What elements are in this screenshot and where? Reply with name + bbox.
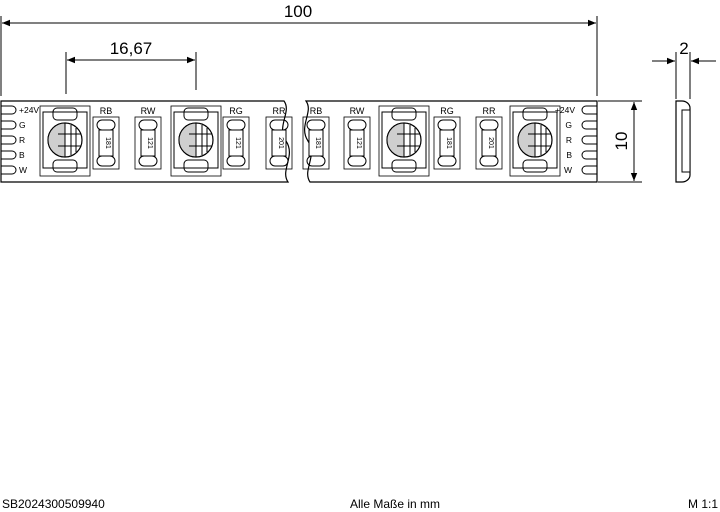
- resistor: 181: [92, 116, 120, 170]
- resistor-label-rw: RW: [141, 106, 156, 116]
- resistor: 201: [475, 116, 503, 170]
- resistor-value: 181: [445, 137, 452, 149]
- resistor: 121: [134, 116, 162, 170]
- resistor: 121: [343, 116, 371, 170]
- resistor-value: 121: [146, 137, 153, 149]
- resistor-value: 181: [314, 137, 321, 149]
- connector-label-b: B: [19, 150, 25, 160]
- connector-label-b-right: B: [566, 150, 572, 160]
- resistor-value: 121: [355, 137, 362, 149]
- led-profile: [681, 109, 691, 173]
- height-dimension-label: 10: [612, 132, 631, 151]
- resistor-value: 121: [234, 137, 241, 149]
- led-chip: [378, 105, 430, 177]
- pitch-dimension: 16,67: [65, 39, 197, 94]
- side-view: [675, 100, 691, 183]
- article-number: SB2024300509940: [2, 497, 105, 511]
- connector-label-r: R: [19, 135, 25, 145]
- connector-label-w: W: [19, 165, 27, 175]
- resistor: 181: [433, 116, 461, 170]
- led-strip: +24V G R B W +24V G R B W: [0, 100, 598, 183]
- resistor-label-rg: RG: [229, 106, 243, 116]
- led-chip: [509, 105, 561, 177]
- resistor-label-rw: RW: [350, 106, 365, 116]
- resistor-value: 201: [277, 137, 284, 149]
- led-chip: [39, 105, 91, 177]
- resistor-value: 181: [104, 137, 111, 149]
- resistor-value: 201: [487, 137, 494, 149]
- connector-label-24v: +24V: [19, 105, 39, 115]
- resistor-label-rb: RB: [100, 106, 113, 116]
- units-note: Alle Maße in mm: [350, 497, 441, 511]
- connector-label-g: G: [19, 120, 26, 130]
- resistor-label-rg: RG: [440, 106, 454, 116]
- resistor: 201: [265, 116, 293, 170]
- length-dimension: 100: [0, 2, 598, 96]
- resistor-label-rb: RB: [310, 106, 323, 116]
- thickness-dimension-label: 2: [679, 39, 688, 58]
- connector-label-w-right: W: [564, 165, 572, 175]
- led-chip: [170, 105, 222, 177]
- length-dimension-label: 100: [284, 2, 312, 21]
- right-connector: +24V G R B W: [555, 105, 597, 175]
- connector-label-r-right: R: [566, 135, 572, 145]
- connector-label-24v-right: +24V: [555, 105, 575, 115]
- strip-outline: [0, 100, 598, 183]
- thickness-dimension: 2: [652, 39, 716, 99]
- pitch-dimension-label: 16,67: [110, 39, 153, 58]
- resistor-label-rr: RR: [483, 106, 496, 116]
- resistor: 121: [222, 116, 250, 170]
- drawing-scale: M 1:1: [687, 497, 718, 511]
- left-connector: +24V G R B W: [1, 105, 39, 175]
- resistor: 181: [302, 116, 330, 170]
- height-dimension: 10: [598, 100, 642, 183]
- resistor-label-rr: RR: [273, 106, 286, 116]
- connector-label-g-right: G: [565, 120, 572, 130]
